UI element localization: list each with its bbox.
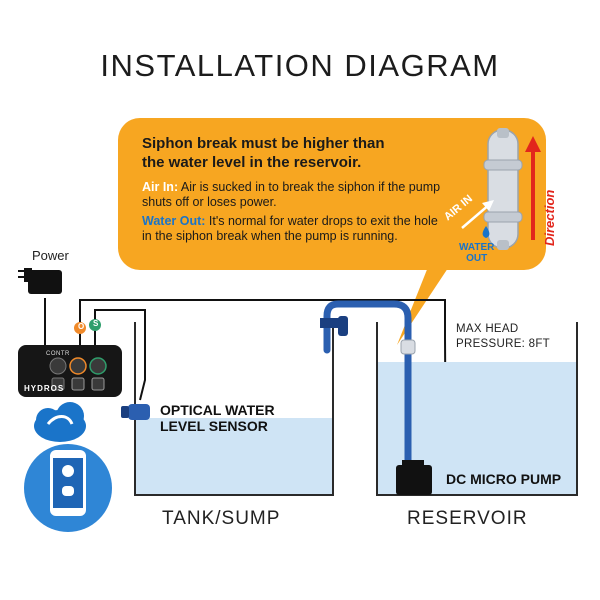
water-out-note: Water Out: It's normal for water drops t… [142,214,447,244]
water-out-arrow-label: WATER OUT [459,242,494,264]
max-head-label-line2: PRESSURE: 8FT [456,338,551,350]
direction-label: Direction [542,189,557,246]
tank-sump-label: TANK/SUMP [162,508,281,529]
callout-text: Siphon break must be higher than the wat… [142,134,447,248]
callout-heading-line1: Siphon break must be higher than [142,135,385,152]
cloud-icon [34,402,86,442]
dc-micro-pump [396,460,432,495]
siphon-break-illustration [461,128,541,250]
air-in-note: Air In: Air is sucked in to break the si… [142,180,447,210]
callout-heading-line2: the water level in the reservoir. [142,154,362,171]
pump-tubing [323,300,412,472]
power-label: Power [32,248,69,263]
water-out-label: Water Out: [142,214,206,228]
controller-device [18,345,122,397]
max-head-label-line1: MAX HEAD [456,323,519,335]
water-out-arrow-line1: WATER [459,242,495,253]
phone-icon [24,444,112,532]
air-in-text: Air is sucked in to break the siphon if … [142,180,441,209]
optical-sensor-label-line2: LEVEL SENSOR [160,418,268,434]
port-o-marker [74,322,86,334]
siphon-break-fitting [320,316,416,355]
port-s-marker [89,319,101,331]
controller-small-text: CONTR [46,351,70,357]
page-title: INSTALLATION DIAGRAM [100,48,500,83]
water-out-arrow-line2: OUT [466,253,488,264]
water-out-text: It's normal for water drops to exit the … [142,214,438,243]
pump-label: DC MICRO PUMP [446,471,562,487]
port-o-label: O [78,322,85,331]
optical-sensor-label-line1: OPTICAL WATER [160,402,275,418]
reservoir-label: RESERVOIR [407,508,528,529]
controller-brand: HYDROS [24,384,65,393]
optical-sensor-label: OPTICAL WATER LEVEL SENSOR [160,402,275,434]
power-adapter-icon [18,268,62,294]
callout-heading: Siphon break must be higher than the wat… [142,134,447,172]
port-s-label: S [93,319,99,328]
air-in-label: Air In: [142,180,179,194]
max-head-label: MAX HEAD PRESSURE: 8FT [456,322,550,352]
optical-sensor [121,404,150,420]
